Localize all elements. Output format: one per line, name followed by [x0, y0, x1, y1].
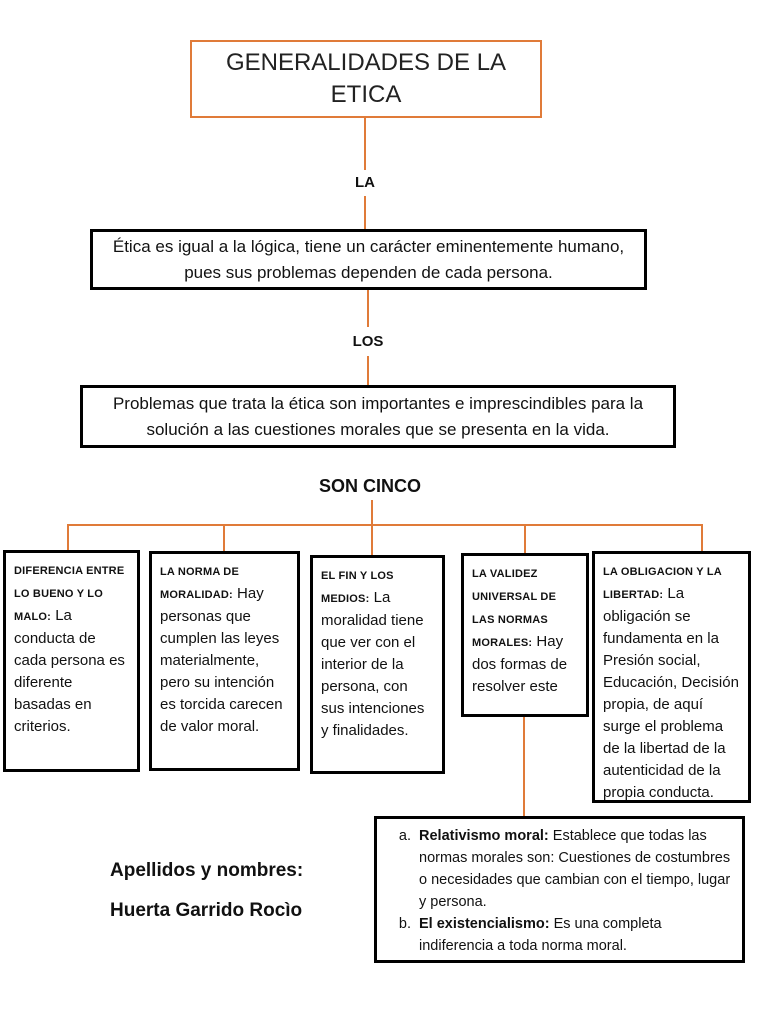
problems-text: Problemas que trata la ética son importa…: [112, 393, 644, 439]
detail-item: a. Relativismo moral: Establece que toda…: [387, 825, 732, 913]
connector-label-son-cinco: SON CINCO: [318, 476, 421, 496]
detail-connector: [523, 716, 525, 816]
category-heading: LA VALIDEZ UNIVERSAL DE LAS NORMAS MORAL…: [472, 568, 557, 649]
problems-box: Problemas que trata la ética son importa…: [80, 385, 676, 448]
category-box-bueno-malo: DIFERENCIA ENTRE LO BUENO Y LO MALO: La …: [3, 550, 140, 772]
connector-line: [367, 356, 369, 386]
category-text: La conducta de cada persona es diferente…: [14, 607, 125, 735]
category-heading: DIFERENCIA ENTRE LO BUENO Y LO MALO:: [14, 565, 125, 623]
detail-marker: a.: [398, 828, 411, 844]
category-box-validez-universal: LA VALIDEZ UNIVERSAL DE LAS NORMAS MORAL…: [461, 553, 589, 717]
definition-text: Ética es igual a la lógica, tiene un car…: [112, 236, 625, 282]
title-text: GENERALIDADES DE LA ETICA: [225, 49, 507, 108]
category-text: Hay personas que cumplen las leyes mater…: [160, 585, 283, 735]
branch-drop: [67, 524, 69, 552]
detail-box: a. Relativismo moral: Establece que toda…: [374, 816, 745, 963]
branch-line: [67, 524, 703, 526]
category-heading: LA OBLIGACION Y LA LIBERTAD:: [603, 566, 722, 601]
connector-line: [364, 196, 366, 230]
connector-line: [364, 118, 366, 170]
branch-drop: [524, 524, 526, 554]
detail-body: Relativismo moral: Establece que todas l…: [419, 825, 732, 913]
category-text: La obligación se fundamenta en la Presió…: [603, 585, 739, 801]
category-box-fin-medios: EL FIN Y LOS MEDIOS: La moralidad tiene …: [310, 555, 445, 774]
category-box-obligacion-libertad: LA OBLIGACION Y LA LIBERTAD: La obligaci…: [592, 551, 751, 803]
connector-label-la: LA: [355, 174, 375, 191]
definition-box: Ética es igual a la lógica, tiene un car…: [90, 229, 647, 290]
detail-term: Relativismo moral:: [419, 828, 549, 844]
branch-drop: [371, 524, 373, 556]
title-box: GENERALIDADES DE LA ETICA: [190, 40, 542, 118]
detail-text: Es una completa indiferencia a toda norm…: [419, 916, 662, 954]
category-heading: LA NORMA DE MORALIDAD:: [160, 566, 239, 601]
author-label: Apellidos y nombres:: [110, 860, 304, 881]
branch-drop: [701, 524, 703, 552]
detail-item: b. El existencialismo: Es una completa i…: [387, 913, 732, 957]
detail-marker: b.: [398, 916, 411, 932]
detail-text: Establece que todas las normas morales s…: [419, 828, 731, 910]
category-heading: EL FIN Y LOS MEDIOS:: [321, 570, 394, 605]
author-name: Huerta Garrido Rocìo: [110, 900, 303, 921]
connector-line: [371, 500, 373, 525]
branch-drop: [223, 524, 225, 552]
detail-body: El existencialismo: Es una completa indi…: [419, 913, 732, 957]
detail-term: El existencialismo:: [419, 916, 550, 932]
category-box-norma-moralidad: LA NORMA DE MORALIDAD: Hay personas que …: [149, 551, 300, 771]
category-text: Hay dos formas de resolver este: [472, 633, 568, 695]
category-text: La moralidad tiene que ver con el interi…: [321, 589, 425, 739]
connector-label-los: LOS: [352, 333, 384, 350]
connector-line: [367, 289, 369, 327]
